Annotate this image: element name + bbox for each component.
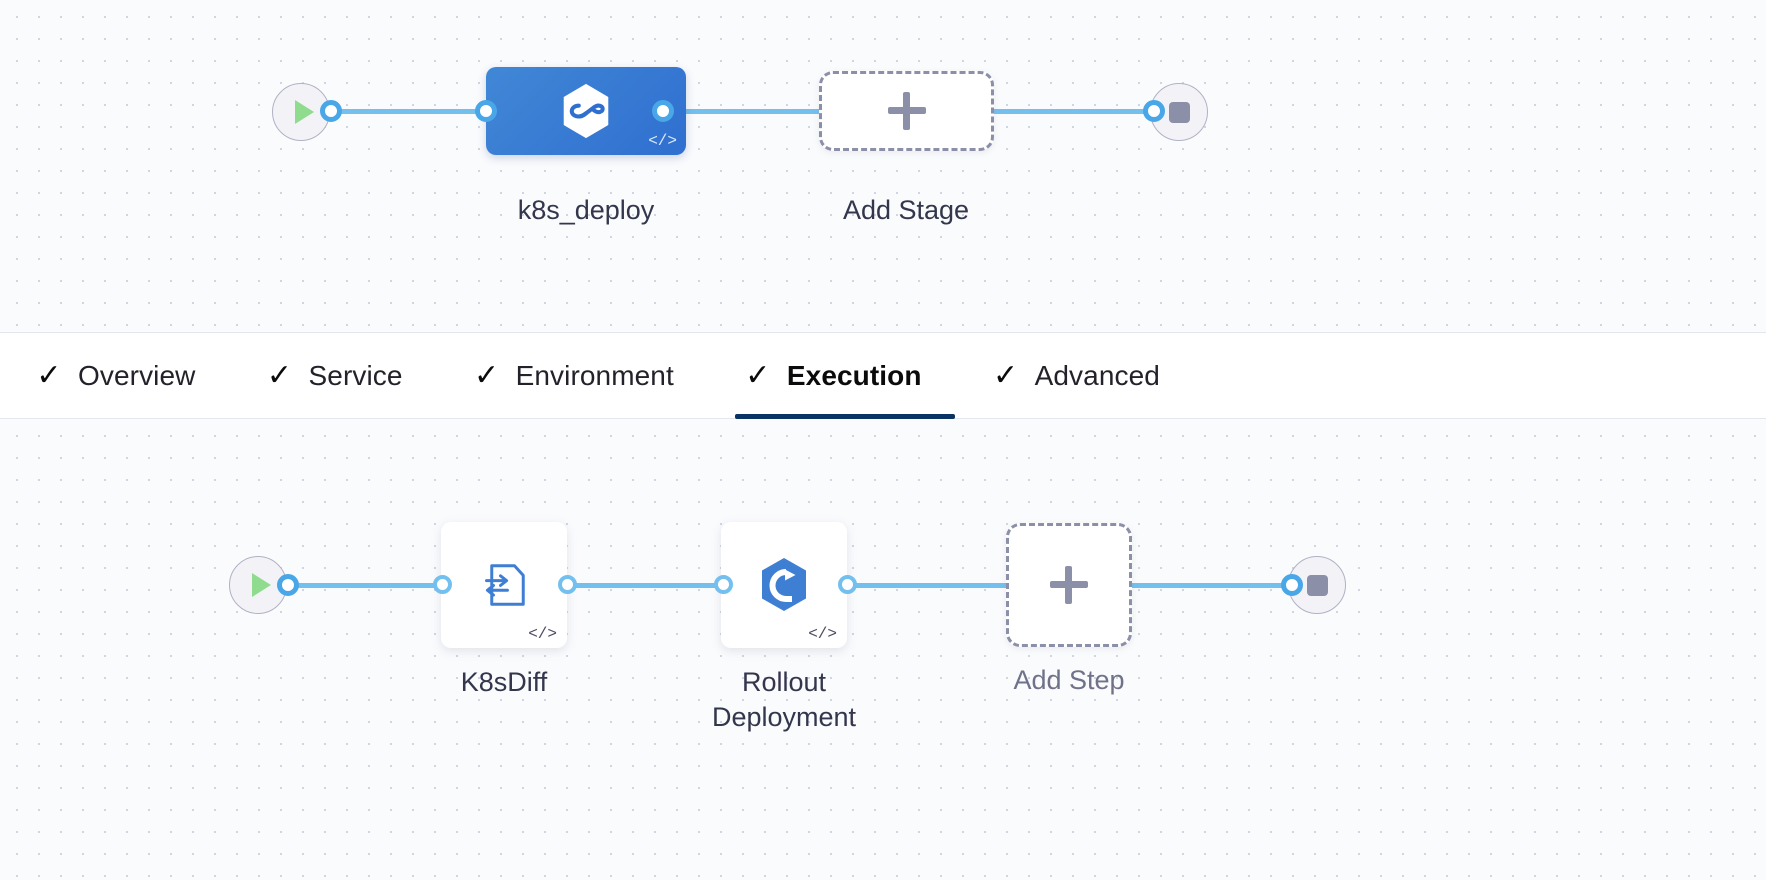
stop-square-icon — [1168, 101, 1190, 123]
execution-graph-canvas[interactable]: </> </> K8sDiff Rollout Deploym — [0, 419, 1766, 880]
tab-service[interactable]: ✓ Service — [266, 358, 403, 392]
rollout-hexagon-icon — [762, 558, 806, 611]
stage-output-port[interactable] — [652, 100, 674, 122]
plus-icon — [1050, 566, 1088, 604]
add-stage-button[interactable] — [819, 71, 994, 151]
connector-start-to-k8sdiff — [288, 583, 450, 588]
step-code-badge-icon: </> — [528, 625, 557, 643]
plus-icon — [887, 92, 926, 130]
add-step-label: Add Step — [1013, 665, 1125, 695]
rollout-output-port[interactable] — [838, 575, 857, 594]
harness-hexagon-infinity-icon — [563, 83, 609, 139]
tab-execution[interactable]: ✓ Execution — [734, 333, 955, 419]
connector-addstage-to-end — [985, 109, 1160, 114]
connector-start-to-stage — [330, 109, 495, 114]
check-icon: ✓ — [36, 358, 62, 392]
check-icon: ✓ — [993, 358, 1019, 392]
check-icon: ✓ — [474, 358, 500, 392]
stage-end-node[interactable] — [1150, 83, 1208, 141]
step-start-output-port[interactable] — [277, 574, 299, 596]
step-code-badge-icon: </> — [808, 625, 837, 643]
stage-end-input-port[interactable] — [1143, 100, 1165, 122]
stage-start-output-port[interactable] — [320, 100, 342, 122]
step-node-rollout-deployment[interactable]: </> — [721, 522, 847, 648]
check-icon: ✓ — [745, 358, 771, 392]
tab-advanced[interactable]: ✓ Advanced — [993, 358, 1160, 392]
stop-icon — [1150, 83, 1208, 141]
play-triangle-icon — [294, 100, 314, 124]
step-node-k8sdiff[interactable]: </> — [441, 522, 567, 648]
step-end-input-port[interactable] — [1281, 574, 1303, 596]
add-step-button[interactable] — [1006, 523, 1132, 647]
step-label-k8sdiff: K8sDiff — [460, 667, 548, 697]
check-icon: ✓ — [266, 358, 293, 392]
stage-label-k8s-deploy: k8s_deploy — [517, 195, 655, 225]
connector-rollout-to-addstep — [846, 583, 1011, 588]
tab-environment[interactable]: ✓ Environment — [474, 358, 674, 392]
stage-config-tabbar[interactable]: ✓ Overview ✓ Service ✓ Environment ✓ Exe… — [0, 333, 1766, 419]
play-icon — [272, 83, 330, 141]
k8s-diff-document-icon — [485, 564, 525, 606]
connector-addstep-to-end — [1124, 583, 1289, 588]
connector-stage-to-addstage — [660, 109, 830, 114]
rollout-input-port[interactable] — [714, 575, 733, 594]
play-triangle-icon — [251, 573, 271, 597]
stage-graph-canvas[interactable]: </> k8s_deploy Add Stage — [0, 0, 1766, 333]
stop-square-icon — [1306, 574, 1328, 596]
add-stage-label: Add Stage — [842, 195, 970, 225]
stage-input-port[interactable] — [475, 100, 497, 122]
tab-overview[interactable]: ✓ Overview — [36, 358, 196, 392]
k8sdiff-output-port[interactable] — [558, 575, 577, 594]
k8sdiff-input-port[interactable] — [433, 575, 452, 594]
stage-start-node[interactable] — [272, 83, 330, 141]
connector-k8sdiff-to-rollout — [566, 583, 728, 588]
stage-code-badge-icon: </> — [648, 132, 677, 150]
step-label-rollout-deployment: Rollout Deployment — [711, 667, 857, 732]
